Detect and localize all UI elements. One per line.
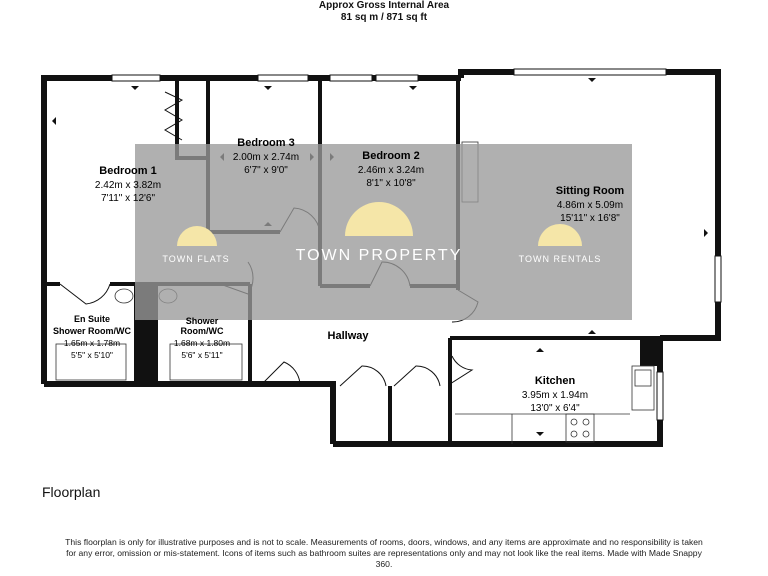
room-label-shower: Shower Room/WC 1.68m x 1.80m 5'6" x 5'11… [174, 316, 230, 360]
wardrobe-bifold-door [164, 91, 184, 141]
door-cupboard-1 [339, 365, 387, 387]
shower-metric: 1.68m x 1.80m [174, 338, 230, 348]
outer-wall-bottom [44, 381, 336, 444]
bedroom1-metric: 2.42m x 3.82m [95, 180, 161, 191]
bedroom1-name: Bedroom 1 [99, 165, 156, 177]
door-cupboard-2 [393, 365, 441, 387]
area-header: Approx Gross Internal Area 81 sq m / 871… [0, 0, 768, 24]
ensuite-metric: 1.65m x 1.78m [64, 338, 120, 348]
shower-tray-icon [169, 343, 243, 381]
room-label-bedroom2: Bedroom 2 2.46m x 3.24m 8'1" x 10'8" [358, 150, 424, 189]
ensuite-name-1: En Suite [74, 314, 110, 324]
bedroom2-metric: 2.46m x 3.24m [358, 165, 424, 176]
outer-wall-kitchen [333, 338, 663, 447]
sink-icon [631, 365, 655, 411]
window-bed2-b [375, 74, 419, 82]
bedroom3-name: Bedroom 3 [237, 137, 294, 149]
windows [111, 68, 722, 421]
room-label-hallway: Hallway [328, 330, 370, 342]
watermark-logo-right-icon [538, 224, 582, 246]
sitting-metric: 4.86m x 5.09m [557, 200, 623, 211]
marker-bed1-top [131, 86, 139, 90]
bedroom1-imperial: 7'11" x 12'6" [101, 193, 156, 204]
room-label-bedroom3: Bedroom 3 2.00m x 2.74m 6'7" x 9'0" [233, 137, 299, 176]
ensuite-name-2: Shower Room/WC [53, 326, 131, 336]
window-bed1 [111, 74, 161, 82]
window-bed3 [257, 74, 309, 82]
watermark-text-left: TOWN FLATS [162, 254, 229, 264]
room-label-ensuite: En Suite Shower Room/WC 1.65m x 1.78m 5'… [53, 314, 131, 360]
shower-name-1: Shower [186, 316, 219, 326]
door-hall-left [261, 361, 301, 385]
kitchen-imperial: 13'0" x 6'4" [530, 403, 580, 414]
room-label-kitchen: Kitchen 3.95m x 1.94m 13'0" x 6'4" [522, 375, 588, 414]
outer-wall-sitting [458, 69, 721, 341]
hallway-name: Hallway [328, 330, 370, 342]
sitting-name: Sitting Room [556, 185, 625, 197]
floorplan-caption: Floorplan [42, 484, 101, 500]
ensuite-imperial: 5'5" x 5'10" [71, 350, 113, 360]
shower-name-2: Room/WC [181, 326, 224, 336]
sink-bowl-icon [634, 369, 652, 387]
room-label-bedroom1: Bedroom 1 2.42m x 3.82m 7'11" x 12'6" [95, 165, 161, 204]
area-header-title: Approx Gross Internal Area [318, 0, 450, 11]
ensuite-shower-tray-icon [55, 343, 127, 381]
shower-imperial: 5'6" x 5'11" [181, 350, 222, 360]
disclaimer-text: This floorplan is only for illustrative … [65, 537, 703, 569]
floorplan-drawing: TOWN FLATS TOWN PROPERTY TOWN RENTALS Be… [41, 68, 722, 447]
ensuite-basin-icon [114, 288, 134, 304]
hob-ring-1-icon [570, 418, 578, 426]
window-sitting-top [513, 68, 667, 76]
marker-kitchen-top [536, 348, 544, 352]
marker-bed3-top [264, 86, 272, 90]
marker-sitting-top [588, 78, 596, 82]
window-bed2-a [329, 74, 373, 82]
watermark-logo-left-icon [177, 226, 217, 246]
door-kitchen [449, 355, 474, 385]
marker-bed1-left [52, 117, 56, 125]
marker-sitting-bottom [588, 330, 596, 334]
watermark-text-center: TOWN PROPERTY [296, 247, 463, 264]
marker-kitchen-bottom [536, 432, 544, 436]
window-kitchen [656, 371, 664, 421]
hob-ring-4-icon [582, 430, 590, 438]
room-label-sitting: Sitting Room 4.86m x 5.09m 15'11" x 16'8… [556, 185, 625, 224]
bedroom2-name: Bedroom 2 [362, 150, 419, 162]
door-ensuite [59, 283, 111, 305]
bedroom2-imperial: 8'1" x 10'8" [366, 178, 416, 189]
bedroom3-imperial: 6'7" x 9'0" [244, 165, 288, 176]
hob-ring-2-icon [582, 418, 590, 426]
bedroom3-metric: 2.00m x 2.74m [233, 152, 299, 163]
window-sitting-side [714, 255, 722, 303]
watermark-text-right: TOWN RENTALS [519, 254, 602, 264]
watermark-logos [177, 202, 582, 246]
kitchen-corner-duct [640, 340, 660, 366]
marker-bed2-top [409, 86, 417, 90]
hob-ring-3-icon [570, 430, 578, 438]
sitting-imperial: 15'11" x 16'8" [560, 213, 620, 224]
area-header-size: 81 sq m / 871 sq ft [340, 12, 428, 23]
kitchen-name: Kitchen [535, 375, 576, 387]
hob-icon [565, 413, 595, 443]
marker-sitting-right [704, 229, 708, 237]
watermark-logo-center-icon [345, 202, 413, 236]
kitchen-metric: 3.95m x 1.94m [522, 390, 588, 401]
